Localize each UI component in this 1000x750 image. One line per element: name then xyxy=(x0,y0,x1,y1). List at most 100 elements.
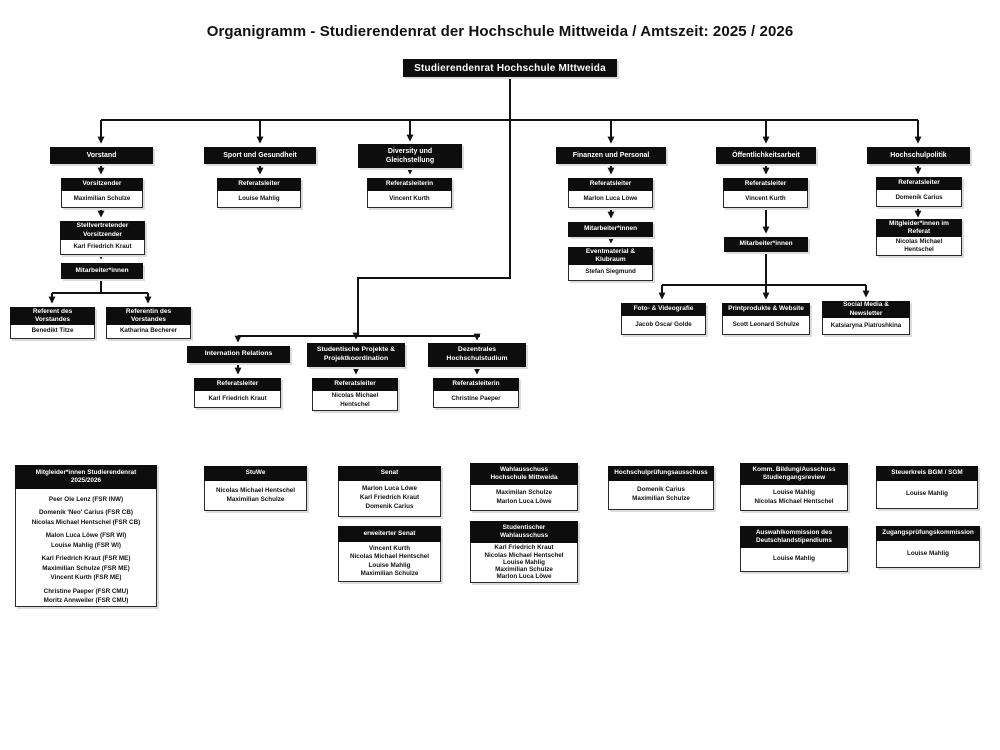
person-name: Vincent Kurth xyxy=(723,191,808,208)
member-list: Vincent Kurth Nicolas Michael Hentschel … xyxy=(338,542,441,582)
role-title: Referatsleiter xyxy=(217,178,301,191)
person-name: Karl Friedrich Kraut xyxy=(60,240,145,255)
person-name: Maximilian Schulze xyxy=(61,191,143,208)
org-node-dezentral-leiterin: Referatsleiterin Christine Paeper xyxy=(433,378,519,408)
branch-title: Finanzen und Personal xyxy=(556,147,666,164)
role-title: Referatsleiter xyxy=(876,177,962,190)
person-name: Louise Mahlig xyxy=(217,191,301,208)
org-node-oeffentlichkeitsarbeit: Öffentlichkeitsarbeit xyxy=(716,147,816,164)
org-node-vorstand-mitarbeiter: Mitarbeiter*innen xyxy=(61,263,143,279)
committee-title: Studentischer Wahlausschuss xyxy=(470,521,578,543)
committee-title: erweiterter Senat xyxy=(338,526,441,542)
committee-zugangspruefungskommission: Zugangsprüfungskommission Louise Mahlig xyxy=(876,526,980,568)
role-title: Vorsitzender xyxy=(61,178,143,191)
branch-title: Internation Relations xyxy=(187,346,290,363)
committee-senat: Senat Marlon Luca Löwe Karl Friedrich Kr… xyxy=(338,466,441,517)
person-name: Benedikt Titze xyxy=(10,325,95,339)
member-list: Louise Mahlig xyxy=(876,481,978,509)
org-node-vorsitzender: Vorsitzender Maximilian Schulze xyxy=(61,178,143,208)
person-name: Marlon Luca Löwe xyxy=(568,191,653,208)
org-node-oeff-mitarbeiter: Mitarbeiter*innen xyxy=(724,237,808,252)
page-title: Organigramm - Studierendenrat der Hochsc… xyxy=(206,23,794,40)
org-node-oeff-leiter: Referatsleiter Vincent Kurth xyxy=(723,178,808,208)
role-title: Mitarbeiter*innen xyxy=(61,263,143,279)
member-list: Peer Ole Lenz (FSR INW)Domenik 'Neo' Car… xyxy=(15,489,157,607)
branch-title: Hochschulpolitik xyxy=(867,147,970,164)
org-node-diversity: Diversity und Gleichstellung xyxy=(358,144,462,168)
member-list: Louise Mahlig Nicolas Michael Hentschel xyxy=(740,485,848,511)
branch-title: Öffentlichkeitsarbeit xyxy=(716,147,816,164)
branch-title: Diversity und Gleichstellung xyxy=(358,144,462,168)
org-node-dezentrales-hochschulstudium: Dezentrales Hochschulstudium xyxy=(428,343,526,367)
committee-title: Mitgleider*innen Studierendenrat 2025/20… xyxy=(15,465,157,489)
committee-title: Komm. Bildung/Ausschuss Studiengangsrevi… xyxy=(740,463,848,485)
committee-title: StuWe xyxy=(204,466,307,481)
org-node-vorstand: Vorstand xyxy=(50,147,153,164)
member-list: Karl Friedrich Kraut Nicolas Michael Hen… xyxy=(470,543,578,583)
committee-title: Hochschulprüfungsausschuss xyxy=(608,466,714,481)
branch-title: Sport und Gesundheit xyxy=(204,147,316,164)
role-title: Social Media & Newsletter xyxy=(822,301,910,318)
org-node-hochschulpolitik: Hochschulpolitik xyxy=(867,147,970,164)
branch-title: Vorstand xyxy=(50,147,153,164)
role-title: Referent des Vorstandes xyxy=(10,307,95,325)
branch-title: Dezentrales Hochschulstudium xyxy=(428,343,526,367)
role-title: Referatsleiter xyxy=(568,178,653,191)
person-name: Nicolas Michael Hentschel xyxy=(312,391,398,411)
committee-title: Wahlausschuss Hochschule Mittweida xyxy=(470,463,578,485)
member-list: Domenik Carius Maximilian Schulze xyxy=(608,481,714,510)
role-title: Referentin des Vorstandes xyxy=(106,307,191,325)
person-name: Nicolas Michael Hentschel xyxy=(876,237,962,256)
committee-steuerkreis-bgm-sgm: Steuerkreis BGM / SGM Louise Mahlig xyxy=(876,466,978,509)
member-list: Maximilan Schulze Marlon Luca Löwe xyxy=(470,485,578,511)
role-title: Referatsleiterin xyxy=(367,178,452,191)
member-list: Nicolas Michael Hentschel Maximilian Sch… xyxy=(204,481,307,511)
org-node-finanzen-mitarbeiter: Mitarbeiter*innen xyxy=(568,222,653,237)
org-node-diversity-leiterin: Referatsleiterin Vincent Kurth xyxy=(367,178,452,208)
role-title: Referatsleiterin xyxy=(433,378,519,391)
committee-title: Senat xyxy=(338,466,441,481)
org-node-hsp-leiter: Referatsleiter Domenik Carius xyxy=(876,177,962,207)
committee-komm-bildung: Komm. Bildung/Ausschuss Studiengangsrevi… xyxy=(740,463,848,511)
org-node-hsp-mitglieder: Mitgleider*innen im Referat Nicolas Mich… xyxy=(876,219,962,256)
org-node-eventmaterial: Eventmaterial & Klubraum Stefan Siegmund xyxy=(568,247,653,281)
committee-mitglieder-studierendenrat: Mitgleider*innen Studierendenrat 2025/20… xyxy=(15,465,157,607)
committee-stuwe: StuWe Nicolas Michael Hentschel Maximili… xyxy=(204,466,307,511)
role-title: Referatsleiter xyxy=(723,178,808,191)
org-node-printprodukte-website: Printprodukte & Website Scott Leonard Sc… xyxy=(722,303,810,335)
org-node-sport-leiter: Referatsleiter Louise Mahlig xyxy=(217,178,301,208)
committee-hochschulpruefungsausschuss: Hochschulprüfungsausschuss Domenik Cariu… xyxy=(608,466,714,510)
person-name: Scott Leonard Schulze xyxy=(722,316,810,335)
role-title: Referatsleiter xyxy=(312,378,398,391)
person-name: Katharina Becherer xyxy=(106,325,191,339)
person-name: Stefan Siegmund xyxy=(568,265,653,281)
role-title: Printprodukte & Website xyxy=(722,303,810,316)
committee-title: Zugangsprüfungskommission xyxy=(876,526,980,541)
person-name: Christine Paeper xyxy=(433,391,519,408)
committee-title: Steuerkreis BGM / SGM xyxy=(876,466,978,481)
committee-studentischer-wahlausschuss: Studentischer Wahlausschuss Karl Friedri… xyxy=(470,521,578,583)
org-node-referent-vorstand: Referent des Vorstandes Benedikt Titze xyxy=(10,307,95,339)
role-title: Mitgleider*innen im Referat xyxy=(876,219,962,237)
org-node-root: Studierendenrat Hochschule MIttweida xyxy=(403,59,617,77)
role-title: Mitarbeiter*innen xyxy=(724,237,808,252)
org-node-stellv-vorsitzender: Stellvertretender Vorsitzender Karl Frie… xyxy=(60,221,145,255)
org-node-international-relations: Internation Relations xyxy=(187,346,290,363)
org-node-social-media-newsletter: Social Media & Newsletter Katsiaryna Pia… xyxy=(822,301,910,335)
org-node-sport: Sport und Gesundheit xyxy=(204,147,316,164)
role-title: Mitarbeiter*innen xyxy=(568,222,653,237)
member-list: Louise Mahlig xyxy=(740,548,848,572)
committee-wahlausschuss-hsmw: Wahlausschuss Hochschule Mittweida Maxim… xyxy=(470,463,578,511)
root-label: Studierendenrat Hochschule MIttweida xyxy=(403,59,617,77)
org-node-finanzen-leiter: Referatsleiter Marlon Luca Löwe xyxy=(568,178,653,208)
org-node-studentische-projekte: Studentische Projekte & Projektkoordinat… xyxy=(307,343,405,367)
role-title: Stellvertretender Vorsitzender xyxy=(60,221,145,240)
org-node-referentin-vorstand: Referentin des Vorstandes Katharina Bech… xyxy=(106,307,191,339)
branch-title: Studentische Projekte & Projektkoordinat… xyxy=(307,343,405,367)
org-node-international-leiter: Referatsleiter Karl Friedrich Kraut xyxy=(194,378,281,408)
person-name: Vincent Kurth xyxy=(367,191,452,208)
member-list: Louise Mahlig xyxy=(876,541,980,568)
person-name: Karl Friedrich Kraut xyxy=(194,391,281,408)
committee-auswahlkommission: Auswahlkommission des Deutschlandstipend… xyxy=(740,526,848,572)
